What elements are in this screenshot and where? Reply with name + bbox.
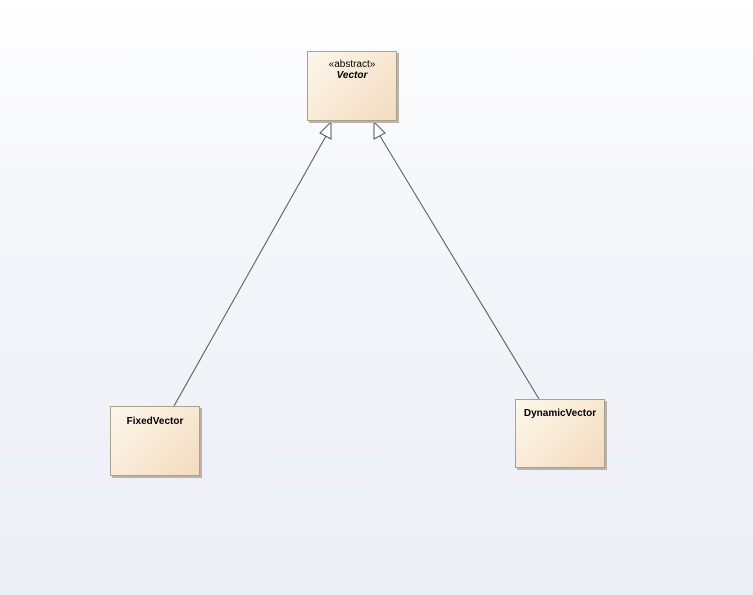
generalization-dynamicvector-to-vector[interactable] [373, 120, 540, 400]
connector-line [173, 135, 327, 407]
class-dynamicvector[interactable]: DynamicVector [515, 399, 605, 468]
inheritance-arrowhead-icon [373, 120, 386, 140]
class-stereotype: «abstract» [328, 59, 376, 70]
class-name: Vector [336, 70, 368, 81]
connector-line [379, 135, 540, 400]
class-vector[interactable]: «abstract» Vector [307, 51, 397, 121]
generalization-fixedvector-to-vector[interactable] [173, 120, 332, 407]
class-name: DynamicVector [523, 408, 597, 419]
inheritance-arrowhead-icon [319, 120, 332, 140]
class-name: FixedVector [126, 416, 184, 427]
class-fixedvector[interactable]: FixedVector [110, 406, 200, 476]
